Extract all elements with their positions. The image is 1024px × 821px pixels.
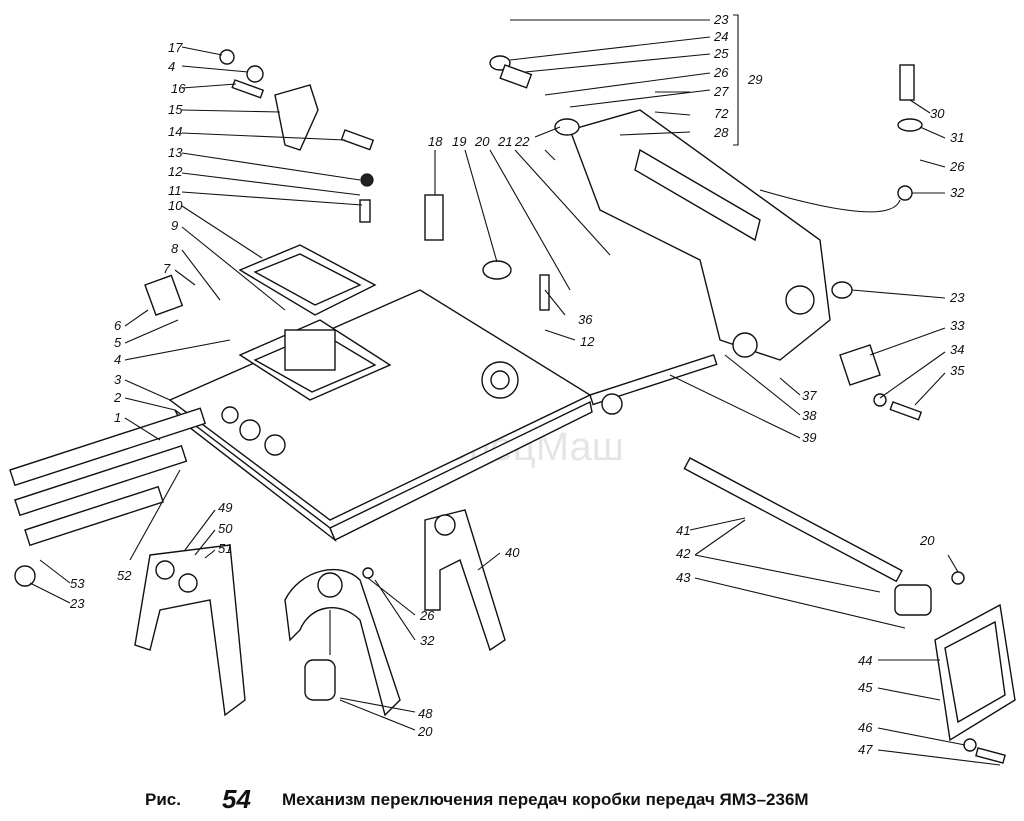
callout-33: 33 <box>950 318 965 333</box>
callout-labels: 17 4 16 15 14 13 12 11 10 9 8 7 6 5 4 3 … <box>69 12 965 757</box>
callout-48: 48 <box>418 706 433 721</box>
callout-34: 34 <box>950 342 964 357</box>
callout-14: 14 <box>168 124 182 139</box>
callout-26b: 26 <box>949 159 965 174</box>
callout-9: 9 <box>171 218 178 233</box>
callout-44: 44 <box>858 653 872 668</box>
callout-6: 6 <box>114 318 122 333</box>
callout-22: 22 <box>514 134 530 149</box>
callout-21: 21 <box>497 134 512 149</box>
shift-fork-left <box>134 544 246 717</box>
figure-caption: Рис. 54 Механизм переключения передач ко… <box>0 784 1024 820</box>
callout-72: 72 <box>714 106 729 121</box>
callout-3: 3 <box>114 372 122 387</box>
callout-5: 5 <box>114 335 122 350</box>
callout-23a: 23 <box>713 12 729 27</box>
callout-19: 19 <box>452 134 466 149</box>
callout-30: 30 <box>930 106 945 121</box>
end-cover <box>934 603 1016 742</box>
callout-24: 24 <box>713 29 728 44</box>
callout-42: 42 <box>676 546 691 561</box>
callout-15: 15 <box>168 102 183 117</box>
callout-35: 35 <box>950 363 965 378</box>
callout-20b: 20 <box>417 724 433 739</box>
leader-lines <box>29 19 1001 766</box>
callout-45: 45 <box>858 680 873 695</box>
gasket <box>238 244 377 316</box>
callout-32b: 32 <box>420 633 435 648</box>
group-bracket <box>733 14 739 146</box>
callout-10: 10 <box>168 198 183 213</box>
callout-25: 25 <box>713 46 729 61</box>
lever-housing <box>569 109 831 361</box>
callout-2: 2 <box>113 390 122 405</box>
shift-shaft <box>589 353 718 415</box>
callout-12: 12 <box>168 164 183 179</box>
callout-51: 51 <box>218 541 232 556</box>
callout-4b: 4 <box>114 352 121 367</box>
callout-20c: 20 <box>919 533 935 548</box>
shift-fork-right <box>424 509 506 652</box>
callout-26c: 26 <box>419 608 435 623</box>
shift-lever <box>683 457 932 616</box>
callout-52: 52 <box>117 568 132 583</box>
callout-31: 31 <box>950 130 964 145</box>
callout-4a: 16 <box>171 81 186 96</box>
callout-23c: 23 <box>69 596 85 611</box>
callout-43: 43 <box>676 570 691 585</box>
callout-47: 47 <box>858 742 873 757</box>
callout-20a: 20 <box>474 134 490 149</box>
callout-28: 28 <box>713 125 729 140</box>
callout-40: 40 <box>505 545 520 560</box>
callout-8: 8 <box>171 241 179 256</box>
callout-50: 50 <box>218 521 233 536</box>
callout-46: 46 <box>858 720 873 735</box>
callout-38: 38 <box>802 408 817 423</box>
callout-13: 13 <box>168 145 183 160</box>
shift-rails <box>9 407 207 587</box>
callout-41: 41 <box>676 523 690 538</box>
callout-53: 53 <box>70 576 85 591</box>
callout-12b: 12 <box>580 334 595 349</box>
callout-11: 11 <box>168 183 182 198</box>
callout-29: 29 <box>747 72 762 87</box>
callout-18: 18 <box>428 134 443 149</box>
callout-39: 39 <box>802 430 816 445</box>
callout-26a: 26 <box>713 65 729 80</box>
shift-fork-middle <box>284 568 401 717</box>
caption-number: 54 <box>222 784 251 814</box>
callout-23b: 23 <box>949 290 965 305</box>
callout-16: 4 <box>168 59 175 74</box>
callout-32a: 32 <box>950 185 965 200</box>
callout-36: 36 <box>578 312 593 327</box>
shift-cover-housing <box>168 289 593 543</box>
callout-37: 37 <box>802 388 817 403</box>
caption-prefix: Рис. <box>145 790 181 809</box>
callout-17: 17 <box>168 40 183 55</box>
caption-title: Механизм переключения передач коробки пе… <box>282 790 809 809</box>
callout-27: 27 <box>713 84 729 99</box>
callout-7: 7 <box>163 261 171 276</box>
callout-49: 49 <box>218 500 232 515</box>
callout-1: 1 <box>114 410 121 425</box>
small-parts <box>144 49 1006 764</box>
